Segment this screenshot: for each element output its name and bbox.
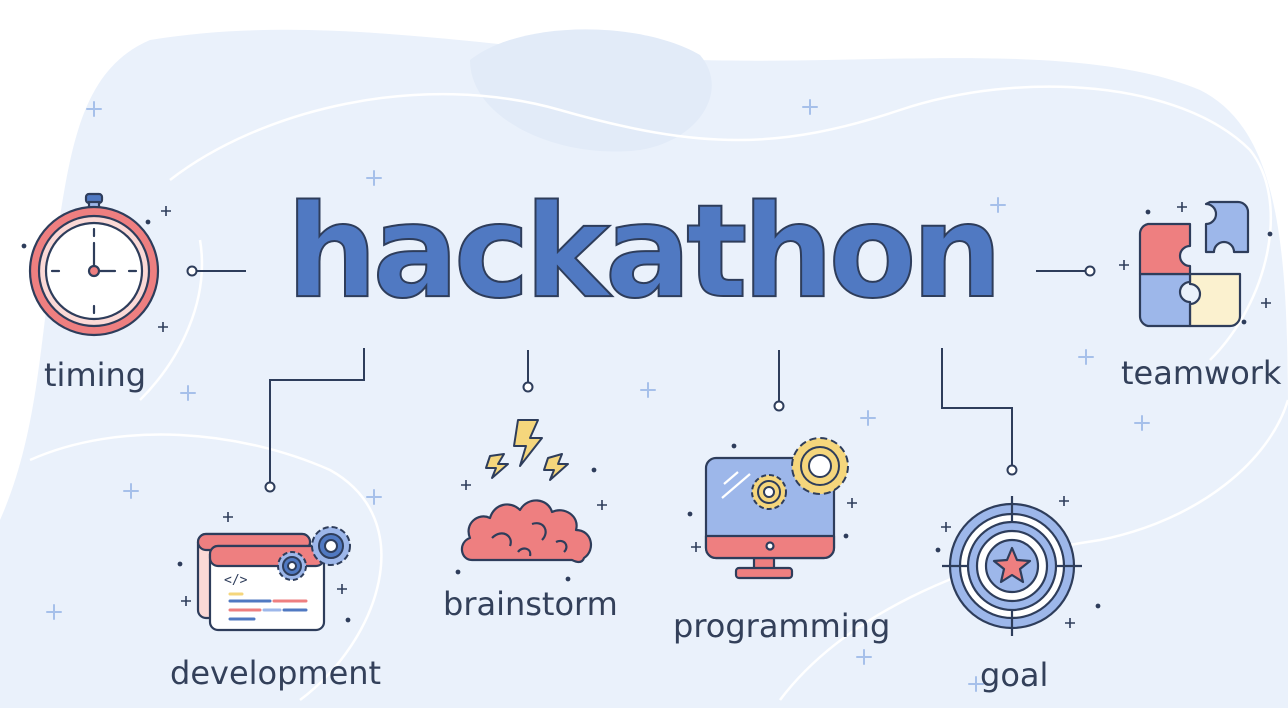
puzzle-pieces-icon (1119, 200, 1273, 328)
brain-lightning-icon (455, 419, 607, 582)
background-swirl (779, 399, 1288, 701)
node-label-goal: goal (980, 656, 1049, 694)
background-swirl (29, 433, 383, 701)
target-star-icon (935, 496, 1101, 636)
node-label-programming: programming (673, 607, 891, 645)
node-label-brainstorm: brainstorm (443, 585, 618, 623)
background-swirl (169, 85, 1272, 361)
monitor-gears-icon (687, 437, 857, 580)
sparkle-decorations (46, 99, 1150, 692)
stopwatch-icon (21, 192, 171, 337)
node-label-development: development (170, 654, 382, 692)
diagram-title: hackathon (285, 177, 1003, 328)
background-blob-top (470, 29, 712, 152)
code-window-gears-icon: </> (177, 512, 351, 632)
node-label-teamwork: teamwork (1121, 354, 1282, 392)
node-label-timing: timing (44, 356, 147, 394)
connector-lines (186, 265, 1096, 493)
background-swirl (139, 239, 204, 401)
svg-text:</>: </> (224, 573, 248, 588)
